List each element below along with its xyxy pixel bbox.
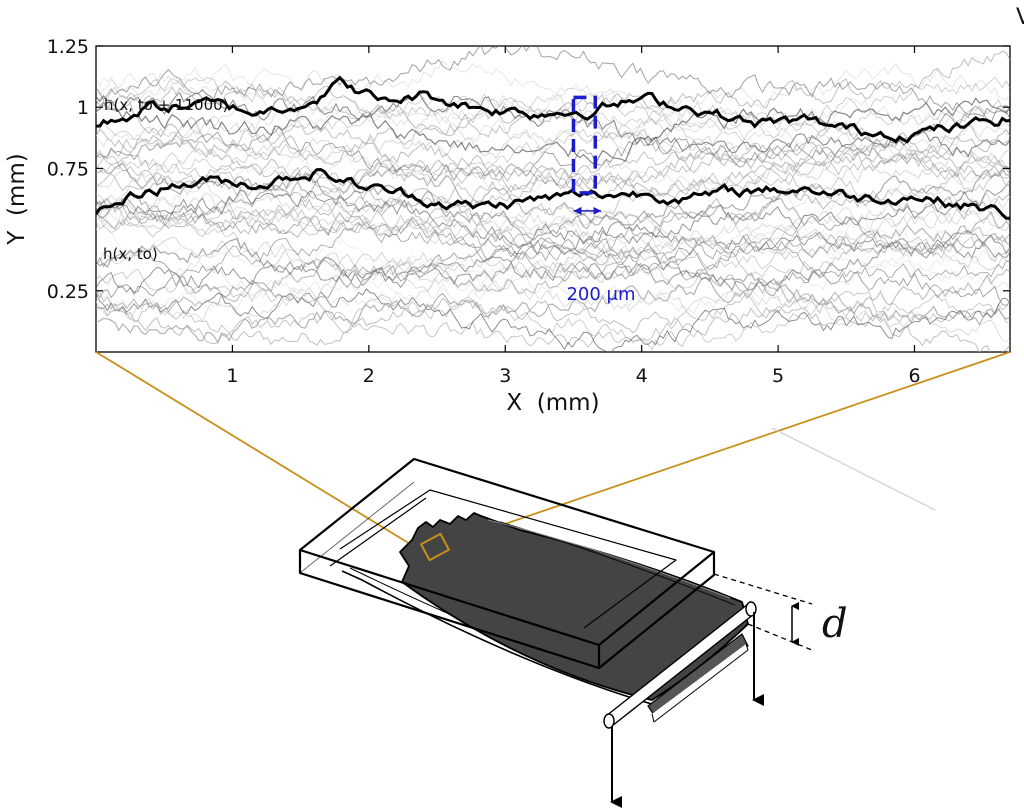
top-curve-label: h(x, to + 11000): [104, 96, 229, 114]
background-trace: [96, 229, 1010, 291]
x-tick-label: 1: [226, 365, 238, 387]
scale-bar-label: 200 μm: [566, 284, 635, 305]
background-trace: [96, 184, 1010, 249]
glass-box: [298, 457, 716, 670]
background-trace: [96, 268, 1010, 351]
background-trace: [96, 170, 1010, 241]
glass-box-inner: [329, 489, 677, 629]
background-trace: [96, 260, 1010, 342]
bottom-curve-label: h(x, to): [103, 245, 158, 263]
background-trace: [96, 226, 1010, 293]
x-tick-label: 6: [908, 365, 920, 387]
y-axis-label: Y (mm): [4, 153, 30, 245]
y-axis: 0.25 0.75 1 1.25: [47, 36, 1010, 303]
background-trace: [96, 60, 1010, 137]
deflection-indicator: [713, 573, 813, 651]
background-trace: [96, 129, 1010, 203]
background-trace: [96, 169, 1010, 254]
main-series: [96, 75, 1010, 220]
faint-guide: [771, 427, 936, 511]
sheet-highlight: [487, 519, 731, 599]
dark-sheet: [399, 512, 749, 701]
x-tick-label: 3: [499, 365, 511, 387]
deflection-label: d: [822, 601, 848, 647]
background-trace: [96, 237, 1010, 307]
corner-fragment: V: [1016, 5, 1024, 30]
background-trace: [96, 63, 1010, 130]
background-trace: [96, 98, 1010, 180]
height-profile-chart: 1 2 3 4 5 6 0.25 0.75 1 1.25 X (mm) Y (mm) h(x, …: [4, 36, 1011, 416]
background-trace: [96, 276, 1010, 344]
x-axis: 1 2 3 4 5 6: [226, 46, 921, 387]
zoom-box: [420, 532, 450, 562]
background-trace: [96, 256, 1010, 313]
scale-box: [571, 95, 598, 195]
clamp-bar: [647, 633, 749, 723]
y-tick-label: 0.25: [47, 281, 89, 303]
background-trace: [96, 209, 1010, 292]
x-tick-label: 2: [363, 365, 375, 387]
background-trace: [96, 187, 1010, 261]
x-axis-label: X (mm): [506, 390, 599, 416]
background-trace: [96, 102, 1010, 188]
background-trace: [96, 96, 1010, 157]
y-tick-label: 1: [77, 97, 89, 119]
background-trace: [96, 288, 1010, 352]
zoom-guides: [95, 351, 1011, 559]
x-tick-label: 5: [772, 365, 784, 387]
background-traces: [96, 46, 1010, 352]
apparatus-schematic: d: [298, 457, 848, 808]
series-line-bottom: [96, 167, 1010, 220]
background-trace: [96, 212, 1010, 290]
background-trace: [96, 152, 1010, 213]
background-trace: [96, 139, 1010, 197]
background-trace: [96, 290, 1010, 348]
series-line-top: [96, 75, 1010, 144]
x-tick-label: 4: [636, 365, 648, 387]
y-tick-label: 0.75: [47, 158, 89, 180]
y-tick-label: 1.25: [47, 36, 89, 58]
background-trace: [96, 93, 1010, 175]
background-trace: [96, 198, 1010, 266]
background-trace: [96, 46, 1010, 119]
background-trace: [96, 94, 1010, 166]
